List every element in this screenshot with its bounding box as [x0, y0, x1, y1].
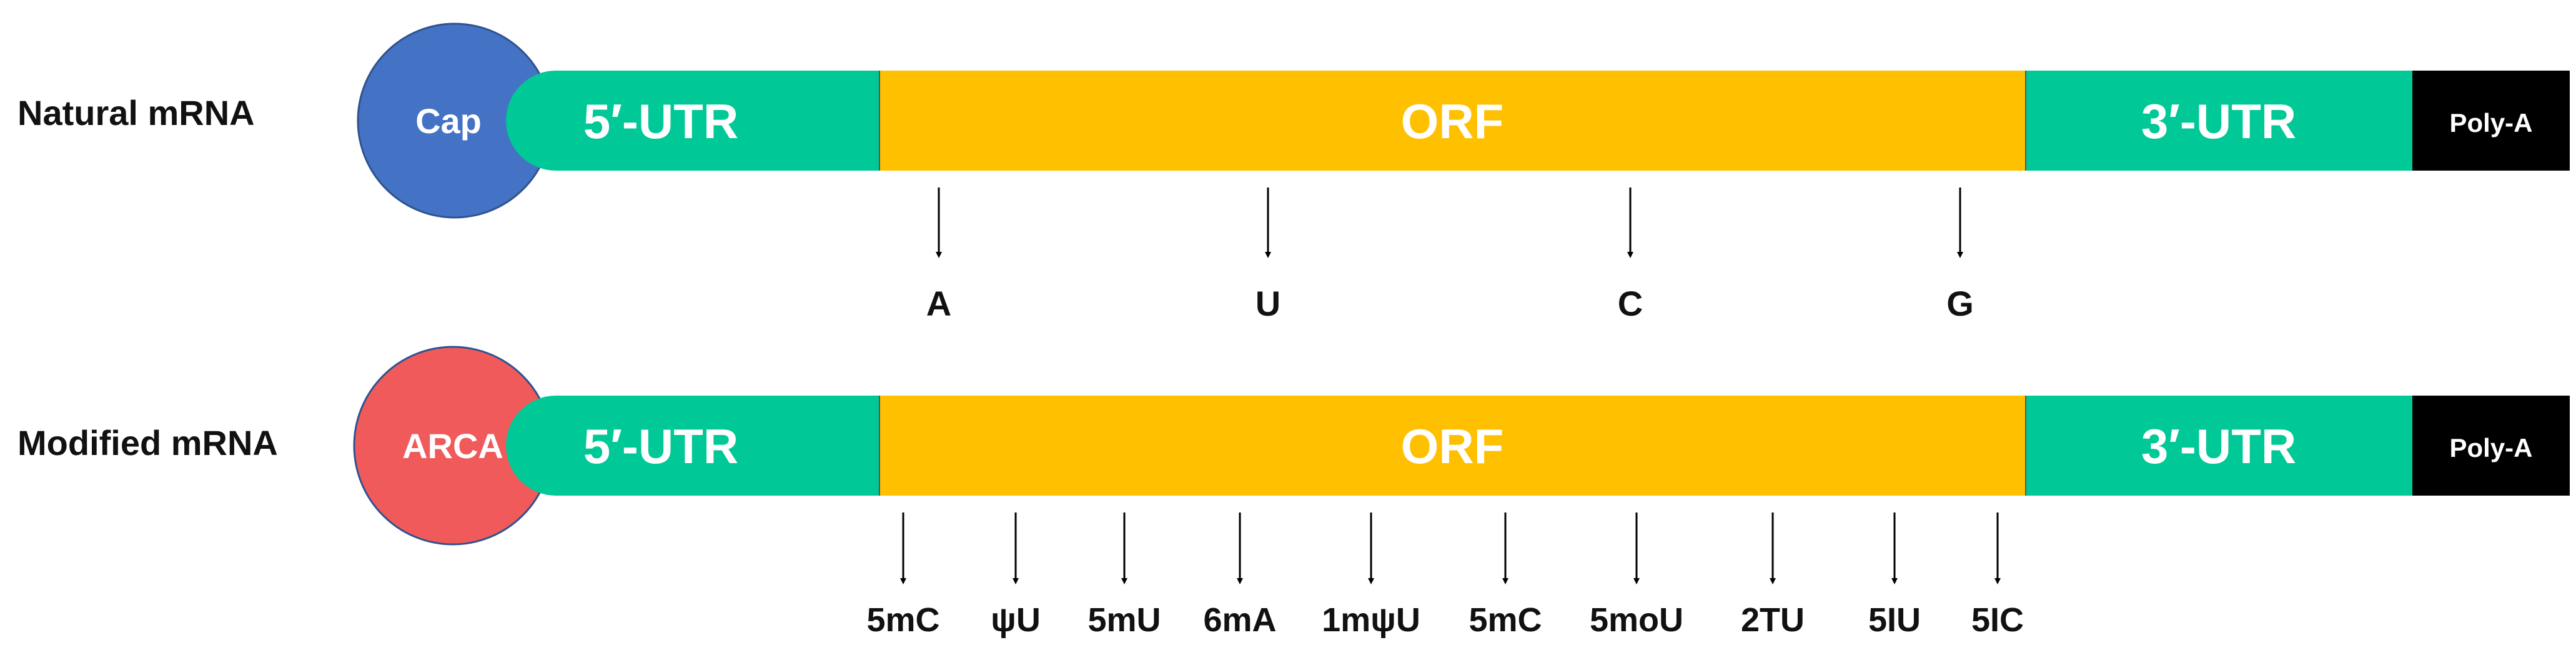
- nucleotide-label: 5moU: [1590, 601, 1683, 639]
- nucleotide-label: 2TU: [1741, 601, 1805, 639]
- utr5-label: 5′-UTR: [583, 94, 738, 149]
- nucleotide-label: 1mψU: [1322, 601, 1420, 639]
- nucleotide-label: 5mC: [1469, 601, 1542, 639]
- nucleotide-label: ψU: [991, 601, 1041, 639]
- nucleotide-label: U: [1256, 284, 1281, 323]
- arca-label: ARCA: [402, 426, 503, 466]
- orf-label: ORF: [1401, 94, 1504, 149]
- nucleotide-label: 5mU: [1087, 601, 1161, 639]
- poly-a-segment: [2412, 71, 2570, 171]
- utr3-segment: [2026, 396, 2412, 496]
- utr5-label: 5′-UTR: [583, 419, 738, 474]
- cap-label: Cap: [415, 101, 482, 141]
- poly-a-label: Poly-A: [2449, 108, 2532, 138]
- nucleotide-label: G: [1946, 284, 1974, 323]
- nucleotide-label: 6mA: [1203, 601, 1276, 639]
- nucleotide-label: 5IU: [1868, 601, 1921, 639]
- modified-mrna-row: Modified mRNA ARCA 5′-UTR ORF 3′-UTR Pol…: [17, 346, 2570, 639]
- utr3-segment: [2026, 71, 2412, 171]
- nucleotide-label: 5IC: [1971, 601, 2024, 639]
- modified-mrna-label: Modified mRNA: [17, 423, 278, 462]
- orf-label: ORF: [1401, 419, 1504, 474]
- utr3-label: 3′-UTR: [2141, 419, 2296, 474]
- orf-segment: [879, 396, 2026, 496]
- nucleotide-label: C: [1618, 284, 1643, 323]
- poly-a-label: Poly-A: [2449, 433, 2532, 462]
- natural-mrna-row: Natural mRNA Cap 5′-UTR ORF 3′-UTR Poly-…: [17, 22, 2570, 323]
- utr3-label: 3′-UTR: [2141, 94, 2296, 149]
- natural-mrna-label: Natural mRNA: [17, 93, 255, 132]
- modified-nucleotide-list: 5mC ψU 5mU 6mA 1mψU 5mC 5moU 2TU 5IU 5IC: [866, 512, 2024, 639]
- nucleotide-label: 5mC: [866, 601, 939, 639]
- utr5-segment: [506, 396, 879, 496]
- nucleotide-label: A: [926, 284, 951, 323]
- orf-segment: [879, 71, 2026, 171]
- poly-a-segment: [2412, 396, 2570, 496]
- utr5-segment: [506, 71, 879, 171]
